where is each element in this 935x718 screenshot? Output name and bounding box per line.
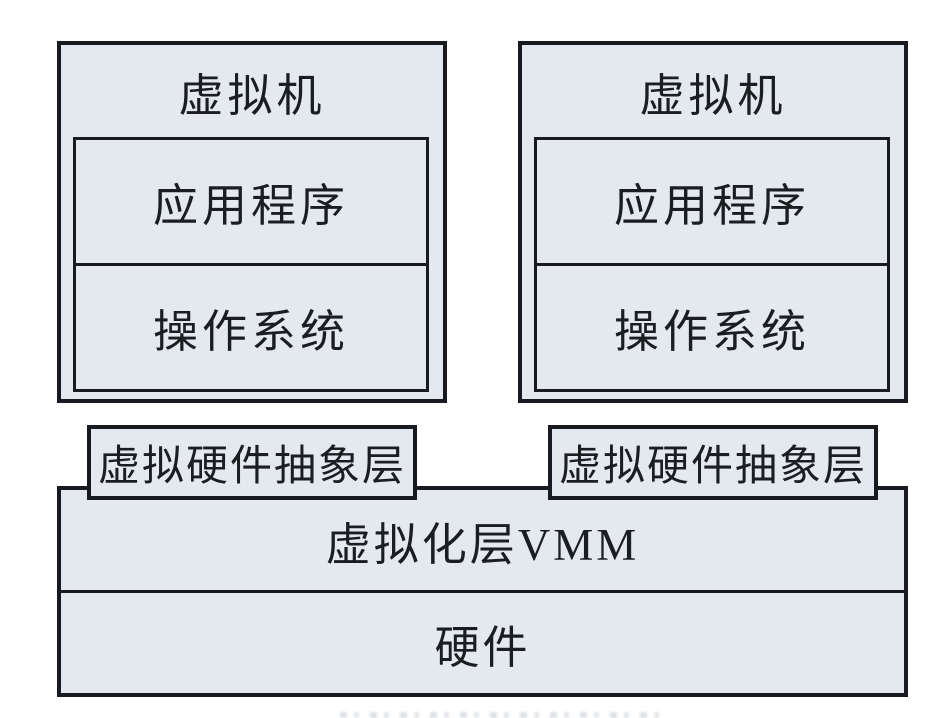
host-stack: 虚拟化层VMM 硬件 [57,486,908,697]
vm-right-inner-stack: 应用程序 操作系统 [534,137,890,392]
cropped-caption-fragment [340,712,662,718]
vmm-layer: 虚拟化层VMM [325,519,640,570]
hal-box-right: 虚拟硬件抽象层 [548,425,878,500]
vm-right-title: 虚拟机 [639,70,787,121]
hardware-layer: 硬件 [61,590,904,693]
vm-right-os-layer: 操作系统 [537,263,887,389]
vm-left-os-layer: 操作系统 [76,263,426,389]
hal-box-left: 虚拟硬件抽象层 [87,425,417,500]
vm-right-application-layer: 应用程序 [537,140,887,263]
vm-left-title: 虚拟机 [178,70,326,121]
vm-box-right: 虚拟机 应用程序 操作系统 [518,41,908,403]
vm-box-left: 虚拟机 应用程序 操作系统 [57,41,447,403]
vm-left-inner-stack: 应用程序 操作系统 [73,137,429,392]
vm-left-application-layer: 应用程序 [76,140,426,263]
